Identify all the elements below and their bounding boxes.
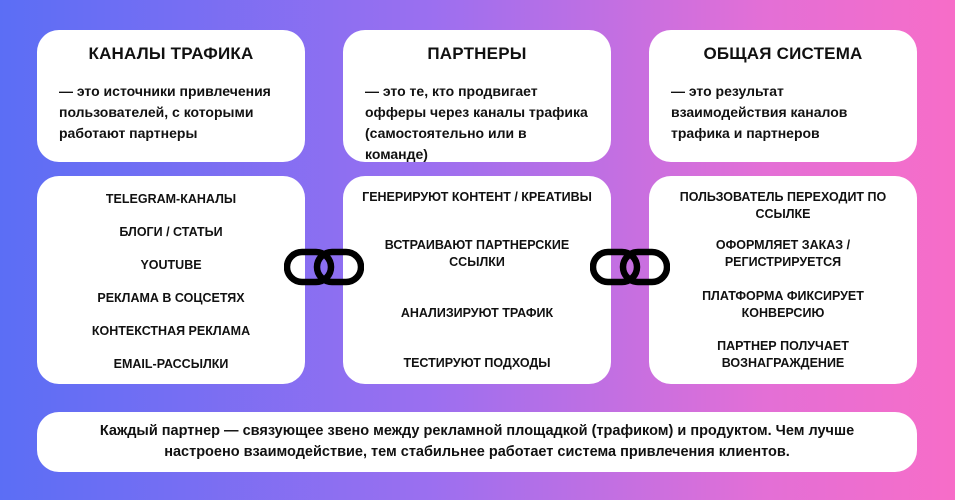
list-item: ПОЛЬЗОВАТЕЛЬ ПЕРЕХОДИТ ПО ССЫЛКЕ bbox=[679, 190, 887, 221]
system-list-card: ПОЛЬЗОВАТЕЛЬ ПЕРЕХОДИТ ПО ССЫЛКЕ ОФОРМЛЯ… bbox=[649, 176, 917, 384]
list-item: КОНТЕКСТНАЯ РЕКЛАМА bbox=[91, 324, 251, 338]
list-item: ГЕНЕРИРУЮТ КОНТЕНТ / КРЕАТИВЫ bbox=[362, 190, 592, 204]
traffic-channels-title: КАНАЛЫ ТРАФИКА bbox=[88, 44, 254, 63]
list-item: ТЕСТИРУЮТ ПОДХОДЫ bbox=[403, 356, 551, 370]
partners-list-card: ГЕНЕРИРУЮТ КОНТЕНТ / КРЕАТИВЫ ВСТРАИВАЮТ… bbox=[343, 176, 611, 384]
list-item: ПЛАТФОРМА ФИКСИРУЕТ КОНВЕРСИЮ bbox=[702, 289, 864, 320]
system-title: ОБЩАЯ СИСТЕМА bbox=[703, 44, 863, 63]
list-item: ОФОРМЛЯЕТ ЗАКАЗ / РЕГИСТРИРУЕТСЯ bbox=[715, 238, 851, 269]
partners-header-card: ПАРТНЕРЫ — это те, кто продвигает офферы… bbox=[343, 30, 611, 162]
chain-link-icon bbox=[284, 248, 364, 286]
traffic-channels-header-card: КАНАЛЫ ТРАФИКА — это источники привлечен… bbox=[37, 30, 305, 162]
list-item: ПАРТНЕР ПОЛУЧАЕТ ВОЗНАГРАЖДЕНИЕ bbox=[717, 339, 849, 370]
list-item: ВСТРАИВАЮТ ПАРТНЕРСКИЕ ССЫЛКИ bbox=[384, 238, 570, 269]
list-item: БЛОГИ / СТАТЬИ bbox=[119, 225, 223, 239]
list-item: АНАЛИЗИРУЮТ ТРАФИК bbox=[400, 306, 554, 320]
partners-title: ПАРТНЕРЫ bbox=[427, 44, 527, 63]
list-item: TELEGRAM-КАНАЛЫ bbox=[105, 192, 237, 206]
system-description: — это результат взаимодействия каналов т… bbox=[671, 83, 848, 141]
chain-link-icon bbox=[590, 248, 670, 286]
partners-description: — это те, кто продвигает офферы через ка… bbox=[365, 83, 588, 162]
summary-text: Каждый партнер — связующее звено между р… bbox=[99, 423, 855, 460]
system-header-card: ОБЩАЯ СИСТЕМА — это результат взаимодейс… bbox=[649, 30, 917, 162]
list-item: РЕКЛАМА В СОЦСЕТЯХ bbox=[97, 291, 245, 305]
list-item: EMAIL-РАССЫЛКИ bbox=[113, 357, 229, 371]
traffic-channels-list-card: TELEGRAM-КАНАЛЫ БЛОГИ / СТАТЬИ YOUTUBE Р… bbox=[37, 176, 305, 384]
summary-footer-card: Каждый партнер — связующее звено между р… bbox=[37, 412, 917, 472]
traffic-channels-description: — это источники привлечения пользователе… bbox=[59, 83, 271, 141]
list-item: YOUTUBE bbox=[140, 258, 202, 272]
